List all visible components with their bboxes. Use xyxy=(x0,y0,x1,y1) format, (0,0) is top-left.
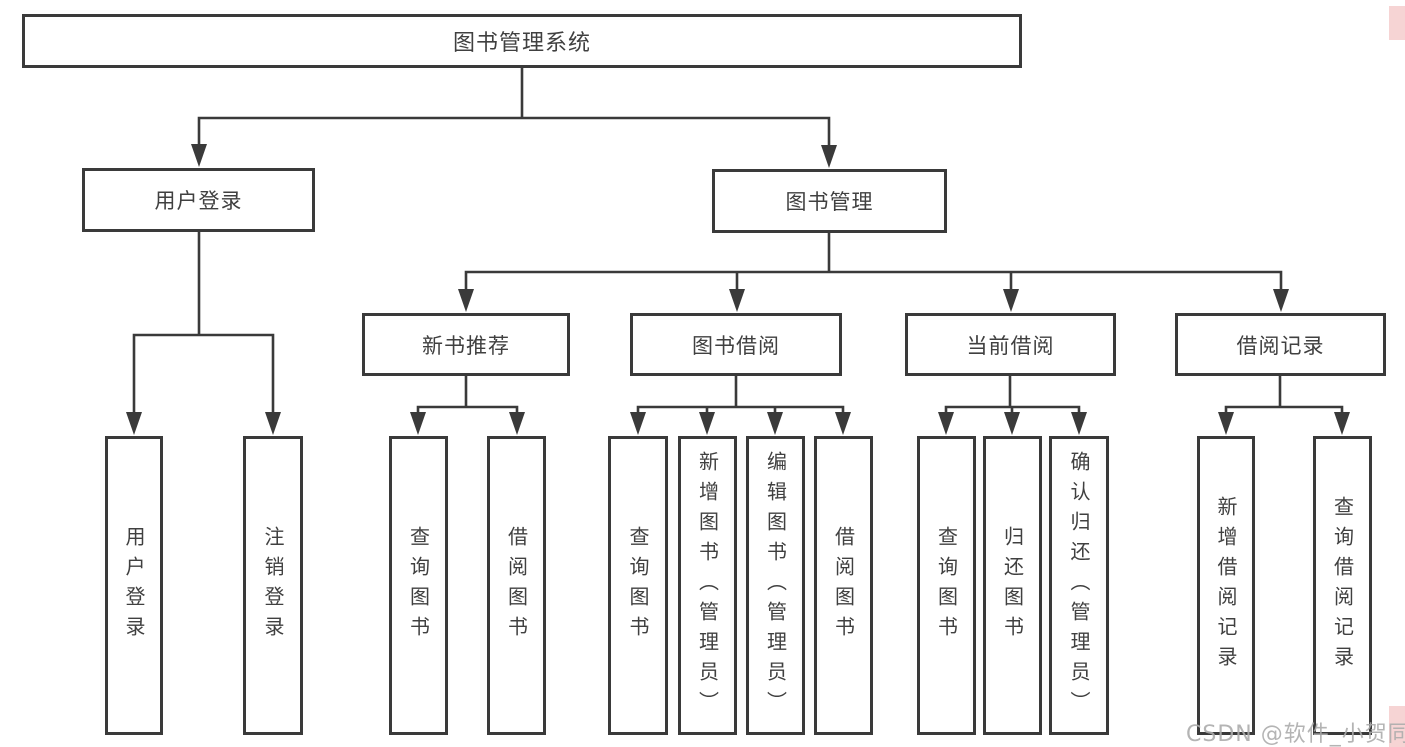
leaf-borrow-books-2: 借阅图书 xyxy=(814,436,873,735)
node-book-borrow: 图书借阅 xyxy=(630,313,842,376)
watermark: CSDN @软件_小贺同学 xyxy=(1186,722,1405,747)
pink-edge-artifact-bottom xyxy=(1389,706,1405,747)
leaf-edit-books-admin: 编辑图书（管理员） xyxy=(746,436,805,735)
leaf-add-books-admin: 新增图书（管理员） xyxy=(678,436,737,735)
arrowhead xyxy=(1004,412,1020,435)
arrowhead xyxy=(699,412,715,435)
arrowheads xyxy=(126,144,1350,435)
leaf-user-login: 用户登录 xyxy=(105,436,163,735)
arrowhead xyxy=(410,412,426,435)
arrowhead xyxy=(1003,289,1019,312)
leaf-return-books: 归还图书 xyxy=(983,436,1042,735)
leaf-borrow-books-1: 借阅图书 xyxy=(487,436,546,735)
arrowhead xyxy=(938,412,954,435)
node-borrow-record: 借阅记录 xyxy=(1175,313,1386,376)
node-new-book-recommend: 新书推荐 xyxy=(362,313,570,376)
node-current-borrow: 当前借阅 xyxy=(905,313,1116,376)
leaf-confirm-return-admin: 确认归还（管理员） xyxy=(1049,436,1109,735)
pink-edge-artifact-top xyxy=(1389,6,1405,40)
leaf-add-borrow-record: 新增借阅记录 xyxy=(1197,436,1255,735)
arrowhead xyxy=(458,289,474,312)
arrowhead xyxy=(630,412,646,435)
arrowhead xyxy=(1334,412,1350,435)
leaf-query-borrow-record: 查询借阅记录 xyxy=(1313,436,1372,735)
arrowhead xyxy=(767,412,783,435)
arrowhead xyxy=(509,412,525,435)
connector-line xyxy=(132,66,1344,417)
node-book-management-branch: 图书管理 xyxy=(712,169,947,233)
node-root: 图书管理系统 xyxy=(22,14,1022,68)
arrowhead xyxy=(191,144,207,167)
node-user-login-branch: 用户登录 xyxy=(82,168,315,232)
leaf-query-books-2: 查询图书 xyxy=(608,436,668,735)
arrowhead xyxy=(1273,289,1289,312)
leaf-query-books-1: 查询图书 xyxy=(389,436,448,735)
leaf-query-books-3: 查询图书 xyxy=(917,436,976,735)
arrowhead xyxy=(265,412,281,435)
arrowhead xyxy=(835,412,851,435)
arrowhead xyxy=(1218,412,1234,435)
arrowhead xyxy=(821,145,837,168)
leaf-logout: 注销登录 xyxy=(243,436,303,735)
arrowhead xyxy=(729,289,745,312)
arrowhead xyxy=(1071,412,1087,435)
arrowhead xyxy=(126,412,142,435)
